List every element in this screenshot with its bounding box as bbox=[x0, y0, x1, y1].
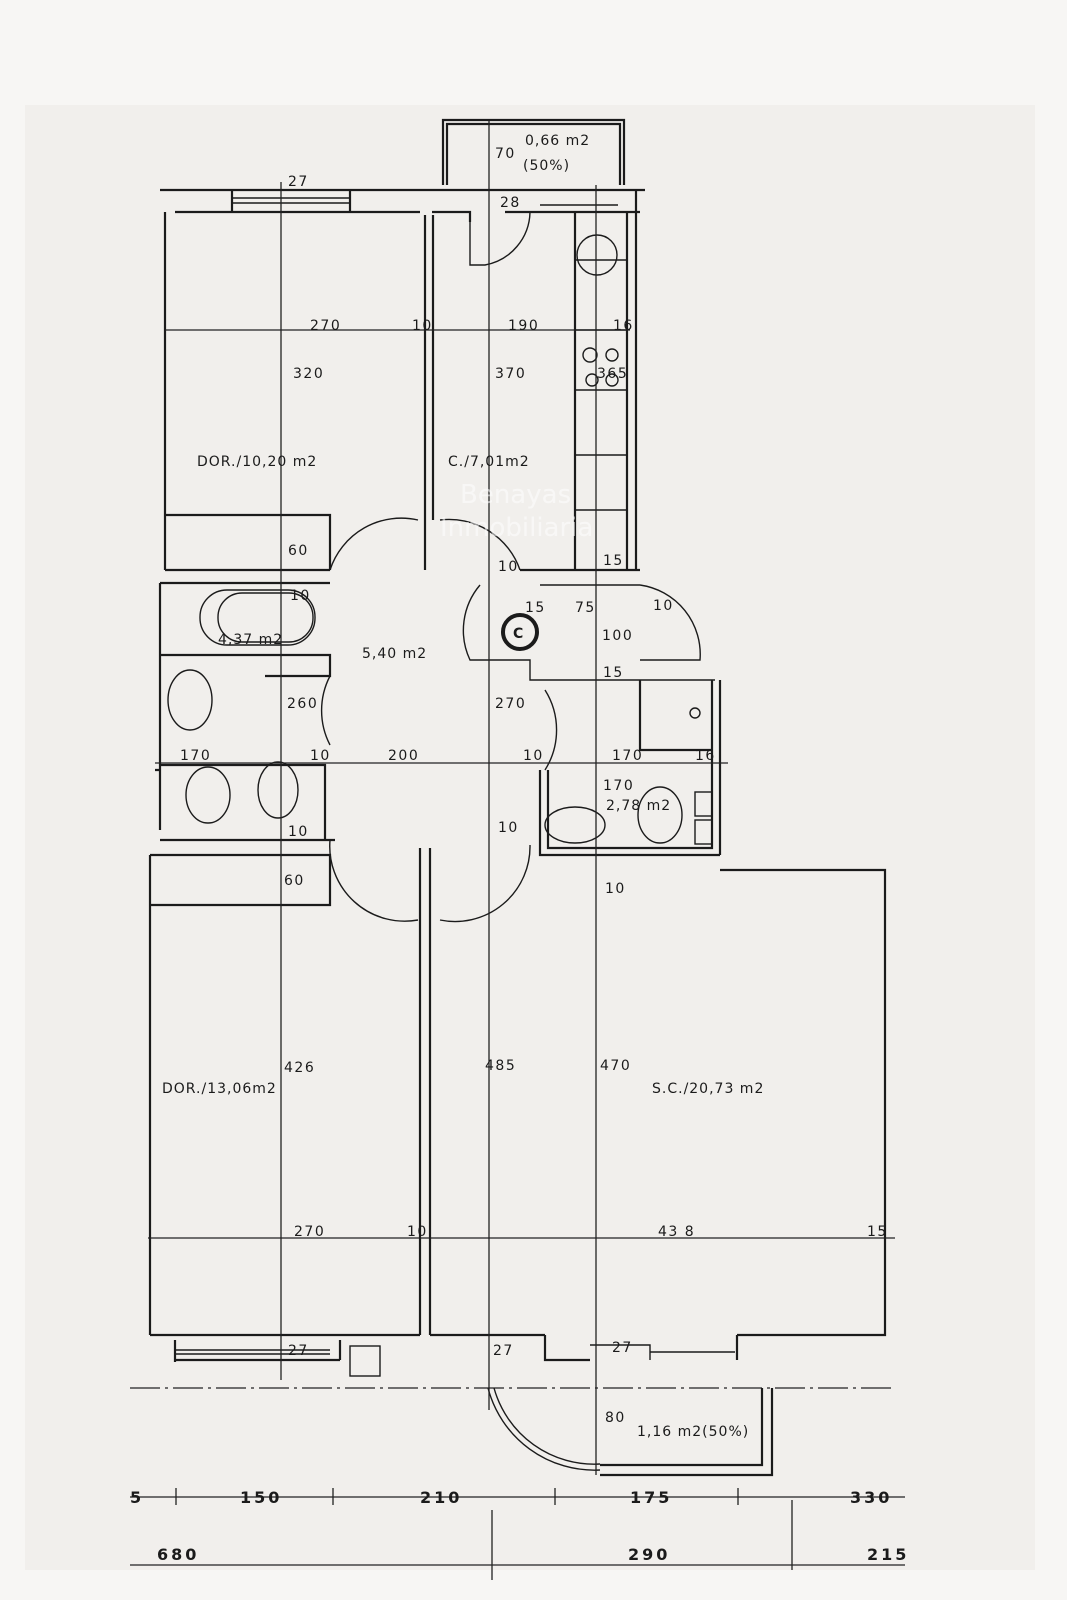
balcony-bottom-area: 1,16 m2(50%) bbox=[637, 1424, 749, 1440]
svg-text:190: 190 bbox=[508, 318, 539, 334]
svg-text:15: 15 bbox=[603, 553, 624, 569]
svg-text:28: 28 bbox=[500, 195, 521, 211]
svg-text:150: 150 bbox=[240, 1488, 282, 1507]
svg-text:10: 10 bbox=[498, 559, 519, 575]
svg-text:370: 370 bbox=[495, 366, 526, 382]
svg-text:320: 320 bbox=[293, 366, 324, 382]
svg-text:15: 15 bbox=[603, 665, 624, 681]
balcony-top-pct: (50%) bbox=[523, 158, 570, 174]
svg-text:27: 27 bbox=[493, 1343, 514, 1359]
svg-text:330: 330 bbox=[850, 1488, 892, 1507]
svg-text:210: 210 bbox=[420, 1488, 462, 1507]
svg-text:680: 680 bbox=[157, 1545, 199, 1564]
svg-text:Inmobiliaria: Inmobiliaria bbox=[440, 513, 593, 543]
svg-text:Benayas: Benayas bbox=[460, 480, 571, 510]
svg-text:170: 170 bbox=[603, 778, 634, 794]
svg-text:15: 15 bbox=[867, 1224, 888, 1240]
svg-text:365: 365 bbox=[597, 366, 628, 382]
svg-text:215: 215 bbox=[867, 1545, 909, 1564]
dimension-lines bbox=[130, 120, 905, 1580]
svg-text:10: 10 bbox=[412, 318, 433, 334]
svg-text:270: 270 bbox=[495, 696, 526, 712]
overall-dimensions: 5 150 210 175 330 680 290 215 bbox=[130, 1488, 909, 1564]
svg-text:10: 10 bbox=[498, 820, 519, 836]
paper-sheet bbox=[25, 105, 1035, 1570]
svg-text:70: 70 bbox=[495, 146, 516, 162]
svg-text:200: 200 bbox=[388, 748, 419, 764]
svg-text:290: 290 bbox=[628, 1545, 670, 1564]
room-toilet: 2,78 m2 bbox=[606, 798, 671, 814]
svg-text:270: 270 bbox=[294, 1224, 325, 1240]
room-kitchen: C./7,01m2 bbox=[448, 454, 530, 470]
svg-text:27: 27 bbox=[288, 174, 309, 190]
svg-text:10: 10 bbox=[523, 748, 544, 764]
svg-text:470: 470 bbox=[600, 1058, 631, 1074]
svg-text:10: 10 bbox=[605, 881, 626, 897]
room-bedroom-2: DOR./13,06m2 bbox=[162, 1081, 277, 1097]
svg-text:60: 60 bbox=[288, 543, 309, 559]
boiler-icon bbox=[501, 613, 539, 651]
svg-text:10: 10 bbox=[407, 1224, 428, 1240]
svg-text:10: 10 bbox=[288, 824, 309, 840]
svg-text:43 8: 43 8 bbox=[658, 1224, 695, 1240]
svg-text:16: 16 bbox=[695, 748, 716, 764]
svg-text:175: 175 bbox=[630, 1488, 672, 1507]
svg-text:60: 60 bbox=[284, 873, 305, 889]
svg-text:426: 426 bbox=[284, 1060, 315, 1076]
svg-text:100: 100 bbox=[602, 628, 633, 644]
room-labels: DOR./10,20 m2 C./7,01m2 4,37 m2 5,40 m2 … bbox=[162, 133, 764, 1440]
svg-text:27: 27 bbox=[288, 1343, 309, 1359]
room-living: S.C./20,73 m2 bbox=[652, 1081, 764, 1097]
walls bbox=[130, 118, 895, 1477]
svg-text:170: 170 bbox=[180, 748, 211, 764]
svg-text:27: 27 bbox=[612, 1340, 633, 1356]
svg-text:10: 10 bbox=[290, 588, 311, 604]
room-hall: 5,40 m2 bbox=[362, 646, 427, 662]
svg-text:5: 5 bbox=[130, 1488, 144, 1507]
svg-text:270: 270 bbox=[310, 318, 341, 334]
svg-text:75: 75 bbox=[575, 600, 596, 616]
dimension-labels: 27 70 28 270 10 190 16 320 370 365 60 10… bbox=[180, 146, 888, 1426]
svg-text:260: 260 bbox=[287, 696, 318, 712]
svg-text:15: 15 bbox=[525, 600, 546, 616]
svg-text:10: 10 bbox=[653, 598, 674, 614]
svg-text:80: 80 bbox=[605, 1410, 626, 1426]
svg-text:485: 485 bbox=[485, 1058, 516, 1074]
svg-text:16: 16 bbox=[613, 318, 634, 334]
room-bedroom-1: DOR./10,20 m2 bbox=[197, 454, 317, 470]
svg-text:10: 10 bbox=[310, 748, 331, 764]
balcony-top-area: 0,66 m2 bbox=[525, 133, 590, 149]
room-bathroom: 4,37 m2 bbox=[218, 632, 283, 648]
watermark: Benayas Inmobiliaria bbox=[440, 480, 593, 543]
boiler-symbol: C bbox=[513, 626, 524, 642]
svg-text:170: 170 bbox=[612, 748, 643, 764]
